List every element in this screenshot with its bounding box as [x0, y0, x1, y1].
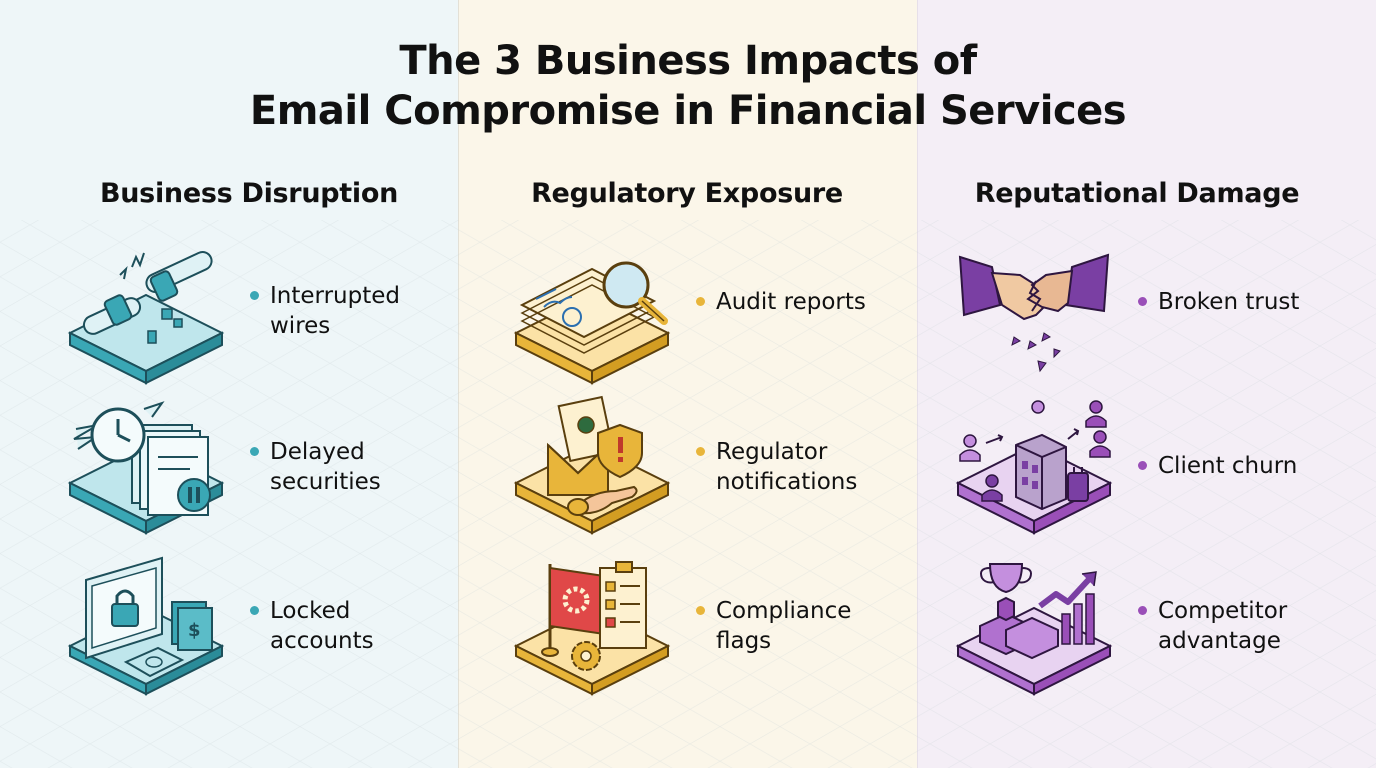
flag-checklist-icon	[508, 550, 676, 700]
bullet-dot	[1138, 606, 1147, 615]
label-broken-trust: Broken trust	[1138, 287, 1299, 317]
bullet-dot	[1138, 297, 1147, 306]
label-regulator-notifications: Regulator notifications	[696, 437, 857, 497]
winged-clock-icon	[62, 395, 230, 545]
list-item-audit-reports: Audit reports	[446, 245, 904, 395]
heading-regulatory-exposure: Regulatory Exposure	[531, 178, 843, 209]
label-locked-accounts: Locked accounts	[250, 596, 374, 656]
trophy-chart-icon	[950, 550, 1118, 700]
locked-screen-icon: $	[62, 550, 230, 700]
list-item-regulator-notifications: Regulator notifications	[446, 395, 904, 545]
label-client-churn: Client churn	[1138, 451, 1297, 481]
label-audit-reports: Audit reports	[696, 287, 866, 317]
label-compliance-flags: Compliance flags	[696, 596, 851, 656]
broken-cable-icon	[62, 245, 230, 395]
label-competitor-advantage: Competitor advantage	[1138, 596, 1287, 656]
heading-reputational-damage: Reputational Damage	[974, 178, 1300, 209]
bullet-dot	[696, 447, 705, 456]
list-item-delayed-securities: Delayed securities	[0, 395, 458, 545]
bullet-dot	[696, 606, 705, 615]
bullet-dot	[1138, 461, 1147, 470]
page-title: The 3 Business Impacts of Email Compromi…	[249, 38, 1127, 134]
heading-business-disruption: Business Disruption	[99, 178, 399, 209]
clients-leaving-icon	[950, 395, 1118, 545]
list-item-client-churn: Client churn	[888, 395, 1346, 545]
list-item-competitor-advantage: Competitor advantage	[888, 550, 1346, 700]
svg-text:$: $	[188, 620, 201, 641]
list-item-interrupted-wires: Interrupted wires	[0, 245, 458, 395]
broken-handshake-icon	[950, 245, 1118, 395]
bullet-dot	[250, 291, 259, 300]
list-item-locked-accounts: $ Locked accounts	[0, 550, 458, 700]
bullet-dot	[250, 447, 259, 456]
list-item-broken-trust: Broken trust	[888, 245, 1346, 395]
list-item-compliance-flags: Compliance flags	[446, 550, 904, 700]
label-interrupted-wires: Interrupted wires	[250, 281, 400, 341]
bullet-dot	[250, 606, 259, 615]
label-delayed-securities: Delayed securities	[250, 437, 381, 497]
bullet-dot	[696, 297, 705, 306]
envelope-shield-icon	[508, 395, 676, 545]
magnifier-documents-icon	[508, 245, 676, 395]
